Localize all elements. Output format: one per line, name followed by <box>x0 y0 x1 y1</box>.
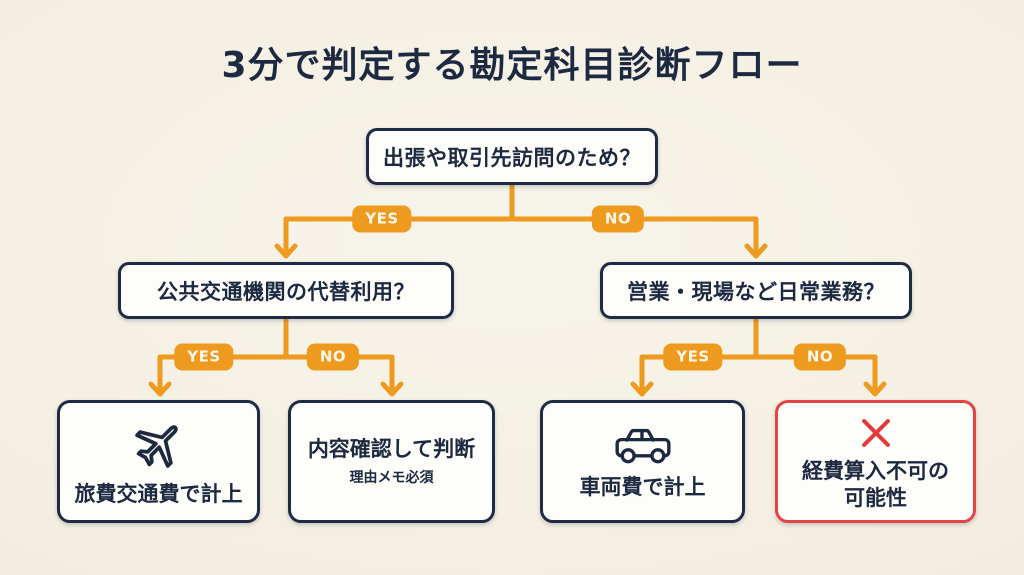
branch-root-no-badge: NO <box>591 205 645 233</box>
result-not-deductible-label: 経費算入不可の 可能性 <box>802 459 949 510</box>
branch-right-yes-badge: YES <box>663 343 723 371</box>
branch-left-yes-badge: YES <box>174 343 234 371</box>
result-review-note: 理由メモ必須 <box>349 470 434 487</box>
branch-left-no-badge: NO <box>306 343 360 371</box>
connector-root-yes-drop <box>274 216 298 259</box>
question-public-transport: 公共交通機関の代替利用？ <box>118 262 454 319</box>
connector-right-yes-drop <box>630 354 654 397</box>
connector-left-no-drop <box>380 354 404 397</box>
airplane-icon <box>131 416 187 472</box>
connector-right-no-drop <box>863 354 887 397</box>
result-travel-expense-label: 旅費交通費で計上 <box>74 481 243 506</box>
page-title: 3分で判定する勘定科目診断フロー <box>221 45 803 86</box>
x-mark-icon <box>855 412 897 454</box>
result-vehicle-expense: 車両費で計上 <box>540 400 745 523</box>
branch-right-no-badge: NO <box>793 343 847 371</box>
car-icon <box>612 422 674 465</box>
question-root: 出張や取引先訪問のため？ <box>366 128 658 185</box>
branch-root-yes-badge: YES <box>352 205 412 233</box>
result-vehicle-expense-label: 車両費で計上 <box>579 475 706 500</box>
result-review-content: 内容確認して判断 理由メモ必須 <box>288 400 495 523</box>
connector-root-no-drop <box>744 216 768 259</box>
result-travel-expense: 旅費交通費で計上 <box>57 400 260 523</box>
question-daily-work-label: 営業・現場など日常業務？ <box>627 279 885 304</box>
question-public-transport-label: 公共交通機関の代替利用？ <box>157 279 415 304</box>
question-daily-work: 営業・現場など日常業務？ <box>600 262 912 319</box>
connector-left-yes-drop <box>148 354 172 397</box>
result-not-deductible: 経費算入不可の 可能性 <box>775 400 976 523</box>
result-review-content-label: 内容確認して判断 <box>307 436 476 461</box>
question-root-label: 出張や取引先訪問のため？ <box>383 145 641 170</box>
